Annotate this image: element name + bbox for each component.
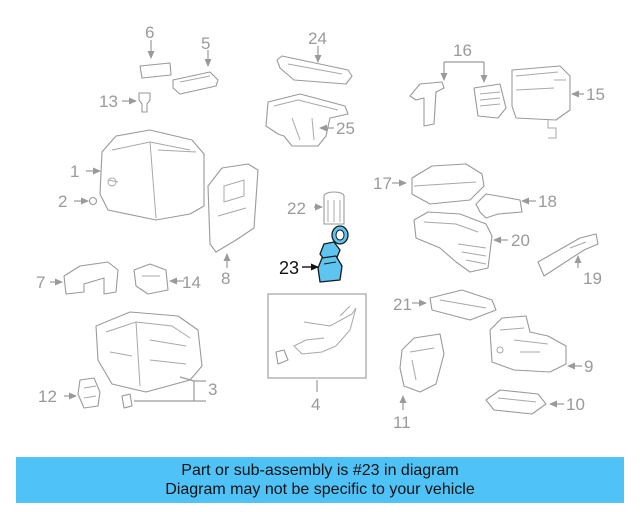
part-11[interactable]: 11: [393, 333, 445, 432]
part-25[interactable]: 25: [265, 93, 355, 147]
callout-7: 7: [36, 273, 45, 292]
callout-1: 1: [70, 162, 79, 181]
callout-21: 21: [393, 295, 412, 314]
part-8[interactable]: 8: [207, 163, 259, 288]
callout-14: 14: [182, 273, 201, 292]
callout-20: 20: [511, 231, 530, 250]
part-13[interactable]: 13: [99, 92, 151, 113]
banner-line-1: Part or sub-assembly is #23 in diagram: [181, 462, 459, 479]
part-18[interactable]: 18: [475, 192, 557, 219]
callout-23: 23: [279, 258, 299, 278]
part-15[interactable]: 15: [511, 65, 605, 139]
callout-10: 10: [566, 395, 585, 414]
part-2[interactable]: 2: [58, 192, 98, 211]
part-21[interactable]: 21: [393, 289, 497, 321]
banner-line-2: Diagram may not be specific to your vehi…: [165, 481, 475, 498]
callout-22: 22: [287, 199, 306, 218]
callout-25: 25: [336, 119, 355, 138]
callout-4: 4: [311, 395, 320, 414]
callout-8: 8: [221, 269, 230, 288]
part-24[interactable]: 24: [276, 29, 353, 85]
info-banner: Part or sub-assembly is #23 in diagram D…: [16, 457, 624, 503]
parts-diagram: 6 5 13 24 25 16: [36, 23, 605, 432]
callout-16: 16: [453, 41, 472, 60]
part-19[interactable]: 19: [537, 233, 602, 288]
callout-6: 6: [145, 23, 154, 42]
part-7[interactable]: 7: [36, 261, 119, 295]
callout-24: 24: [308, 29, 327, 48]
part-6[interactable]: 6: [139, 23, 172, 79]
callout-9: 9: [584, 357, 593, 376]
part-9[interactable]: 9: [489, 315, 593, 376]
part-3[interactable]: 3: [95, 311, 217, 409]
part-14[interactable]: 14: [133, 263, 201, 295]
part-22[interactable]: 22: [287, 191, 345, 225]
part-1[interactable]: 1: [70, 129, 205, 221]
callout-12: 12: [38, 387, 57, 406]
callout-19: 19: [583, 269, 602, 288]
callout-17: 17: [373, 174, 392, 193]
callout-13: 13: [99, 92, 118, 111]
part-12[interactable]: 12: [38, 377, 101, 409]
callout-3: 3: [208, 380, 217, 399]
part-4[interactable]: 4: [267, 293, 367, 414]
callout-5: 5: [201, 34, 210, 53]
callout-18: 18: [538, 192, 557, 211]
part-5[interactable]: 5: [172, 34, 219, 95]
part-10[interactable]: 10: [485, 389, 585, 415]
callout-2: 2: [58, 192, 67, 211]
callout-11: 11: [393, 413, 411, 432]
part-23-highlighted[interactable]: 23: [279, 225, 349, 283]
part-17[interactable]: 17: [373, 163, 485, 205]
part-20[interactable]: 20: [413, 211, 530, 273]
callout-15: 15: [586, 85, 605, 104]
part-16[interactable]: 16: [409, 41, 507, 127]
